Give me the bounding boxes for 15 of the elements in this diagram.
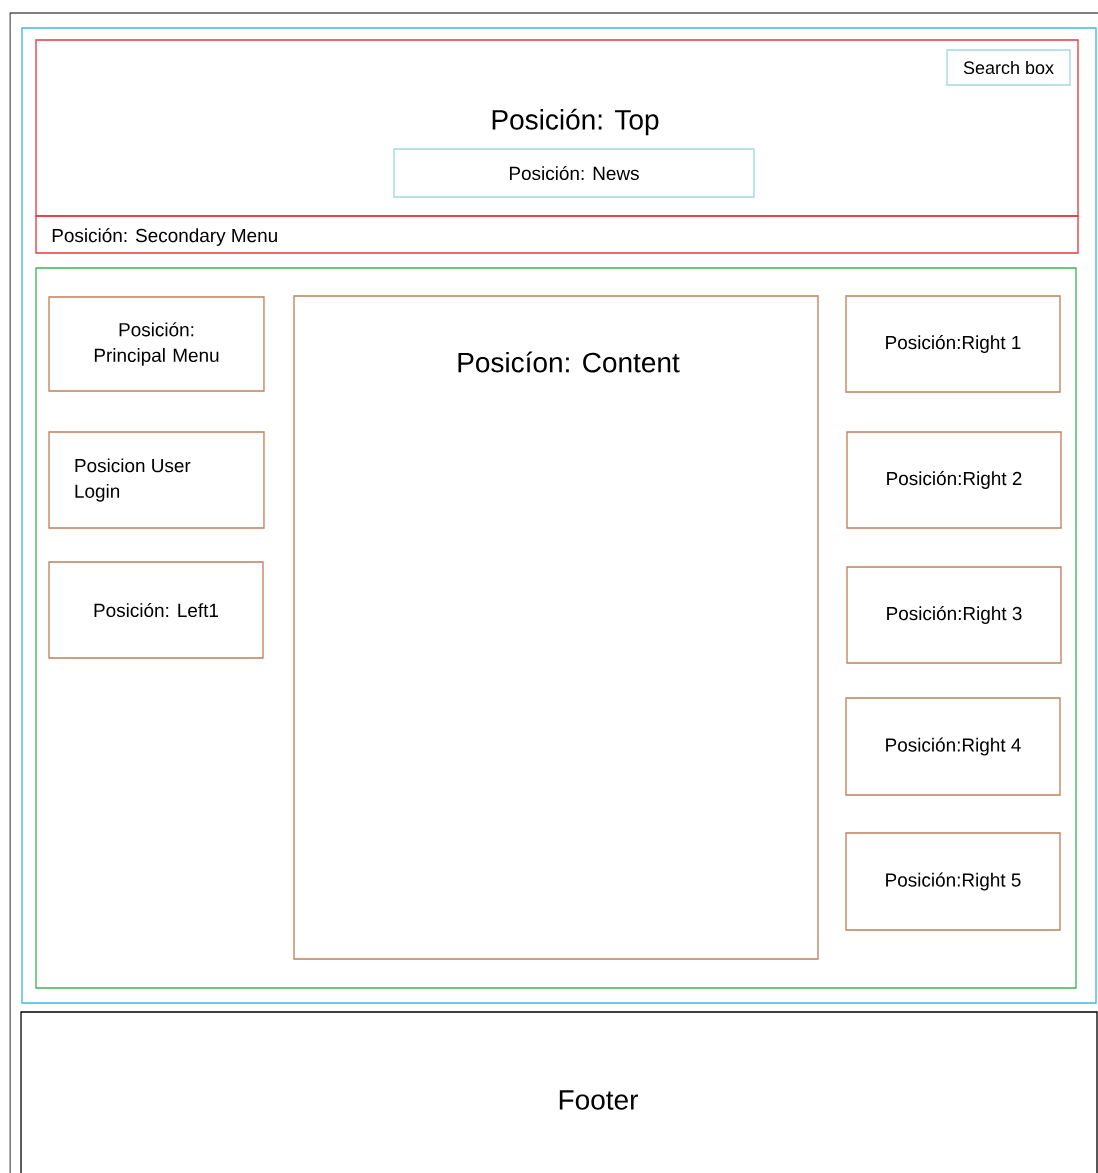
page-area-frame [21,27,1097,1004]
search-box: Search box [946,49,1071,86]
position-box: Posición: News [393,148,755,198]
position-box: Posición:Right 2 [846,431,1062,529]
position-box: Posición: Principal Menu [48,296,265,392]
position-box: Posición: Left1 [48,561,264,659]
body-area-frame [35,267,1077,989]
menu-bar: Posición: Secondary Menu [35,215,1079,254]
position-box: Posicion User Login [48,431,265,529]
content-position-box: Posicíon: Content [293,295,819,960]
position-box: Posición:Right 4 [845,697,1061,796]
position-box: Posición:Right 3 [846,566,1062,664]
position-box: Posición:Right 5 [845,832,1061,931]
footer-box: Footer [20,1011,1098,1173]
position-box: Posición:Right 1 [845,295,1061,393]
